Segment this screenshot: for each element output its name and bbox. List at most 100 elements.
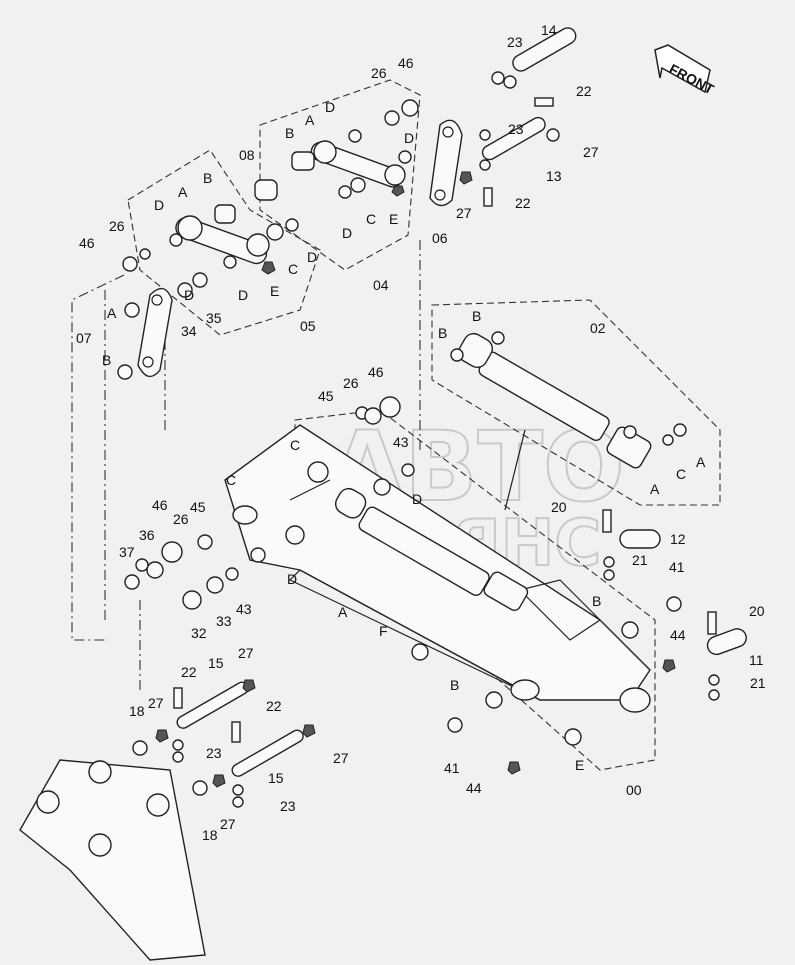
callout-18: 18 (202, 827, 218, 843)
letter-labels: A B D D C E D A B D D C E D D A B B B A … (102, 99, 706, 773)
callout-43: 43 (393, 434, 409, 450)
callout-27: 27 (220, 816, 236, 832)
letter-label: B (592, 593, 601, 609)
link-05 (175, 179, 278, 265)
letter-label: C (226, 472, 236, 488)
callout-46: 46 (152, 497, 168, 513)
callout-12: 12 (670, 531, 686, 547)
callout-15: 15 (268, 770, 284, 786)
callout-14: 14 (541, 22, 557, 38)
callout-44: 44 (466, 780, 482, 796)
letter-label: D (412, 491, 422, 507)
letter-label: E (389, 211, 398, 227)
boom-cylinder-upper (457, 332, 652, 469)
callout-34: 34 (181, 323, 197, 339)
callout-06: 06 (432, 230, 448, 246)
callout-15: 15 (208, 655, 224, 671)
callout-43: 43 (236, 601, 252, 617)
callout-13: 13 (546, 168, 562, 184)
letter-label: E (270, 283, 279, 299)
callout-27: 27 (148, 695, 164, 711)
letter-label: D (238, 287, 248, 303)
letter-label: A (338, 604, 348, 620)
letter-label: C (366, 211, 376, 227)
letter-label: A (650, 481, 660, 497)
group-04-outline (259, 79, 421, 271)
front-arrow: FRONT (654, 44, 717, 97)
callout-37: 37 (119, 544, 135, 560)
callout-27: 27 (333, 750, 349, 766)
letter-label: A (178, 184, 188, 200)
callout-33: 33 (216, 613, 232, 629)
callout-00: 00 (626, 782, 642, 798)
callout-22: 22 (181, 664, 197, 680)
callout-44: 44 (670, 627, 686, 643)
letter-label: A (305, 112, 315, 128)
link-04 (291, 140, 406, 188)
letter-label: D (325, 99, 335, 115)
callout-23: 23 (507, 34, 523, 50)
link-06 (429, 119, 463, 207)
letter-label: D (307, 249, 317, 265)
callout-02: 02 (590, 320, 606, 336)
letter-label: B (285, 125, 294, 141)
letter-label: D (184, 287, 194, 303)
pin-15-lower (231, 729, 304, 777)
group-02-outline (431, 299, 721, 506)
callout-27: 27 (456, 205, 472, 221)
letter-label: B (203, 170, 212, 186)
letter-label: B (438, 325, 447, 341)
callout-27: 27 (238, 645, 254, 661)
letter-label: C (676, 466, 686, 482)
letter-label: D (404, 130, 414, 146)
pin-14 (512, 27, 577, 72)
callout-07: 07 (76, 330, 92, 346)
callout-21: 21 (632, 552, 648, 568)
callout-08: 08 (239, 147, 255, 163)
callout-22: 22 (266, 698, 282, 714)
pin-11 (706, 628, 747, 656)
callout-11: 11 (749, 652, 764, 668)
callout-46: 46 (398, 55, 414, 71)
letter-label: F (379, 623, 388, 639)
arm-stub (19, 759, 206, 961)
letter-label: D (287, 571, 297, 587)
callout-23: 23 (508, 121, 524, 137)
callout-04: 04 (373, 277, 389, 293)
pin-12 (619, 529, 661, 549)
callout-26: 26 (343, 375, 359, 391)
callout-46: 46 (368, 364, 384, 380)
letter-label: E (575, 757, 584, 773)
callout-36: 36 (139, 527, 155, 543)
callout-26: 26 (109, 218, 125, 234)
letter-label: D (154, 197, 164, 213)
boom-cylinder-lower (334, 487, 529, 612)
callout-20: 20 (749, 603, 765, 619)
group-05-outline (127, 149, 321, 336)
callout-20: 20 (551, 499, 567, 515)
callout-46: 46 (79, 235, 95, 251)
small-parts (117, 71, 720, 808)
callout-22: 22 (576, 83, 592, 99)
callout-45: 45 (318, 388, 334, 404)
letter-label: B (102, 352, 111, 368)
pin-13 (481, 116, 546, 161)
callout-21: 21 (750, 675, 766, 691)
leader-left (71, 274, 125, 641)
callout-27: 27 (583, 144, 599, 160)
callout-22: 22 (515, 195, 531, 211)
letter-label: B (450, 677, 459, 693)
callout-32: 32 (191, 625, 207, 641)
callout-41: 41 (444, 760, 460, 776)
callout-45: 45 (190, 499, 206, 515)
callout-05: 05 (300, 318, 316, 334)
callout-23: 23 (206, 745, 222, 761)
link-07 (137, 287, 173, 378)
callout-numbers: 14 23 22 46 26 23 27 13 27 22 06 04 08 0… (76, 22, 766, 843)
letter-label: A (696, 454, 706, 470)
letter-label: C (288, 261, 298, 277)
letter-label: D (342, 225, 352, 241)
letter-label: A (107, 305, 117, 321)
